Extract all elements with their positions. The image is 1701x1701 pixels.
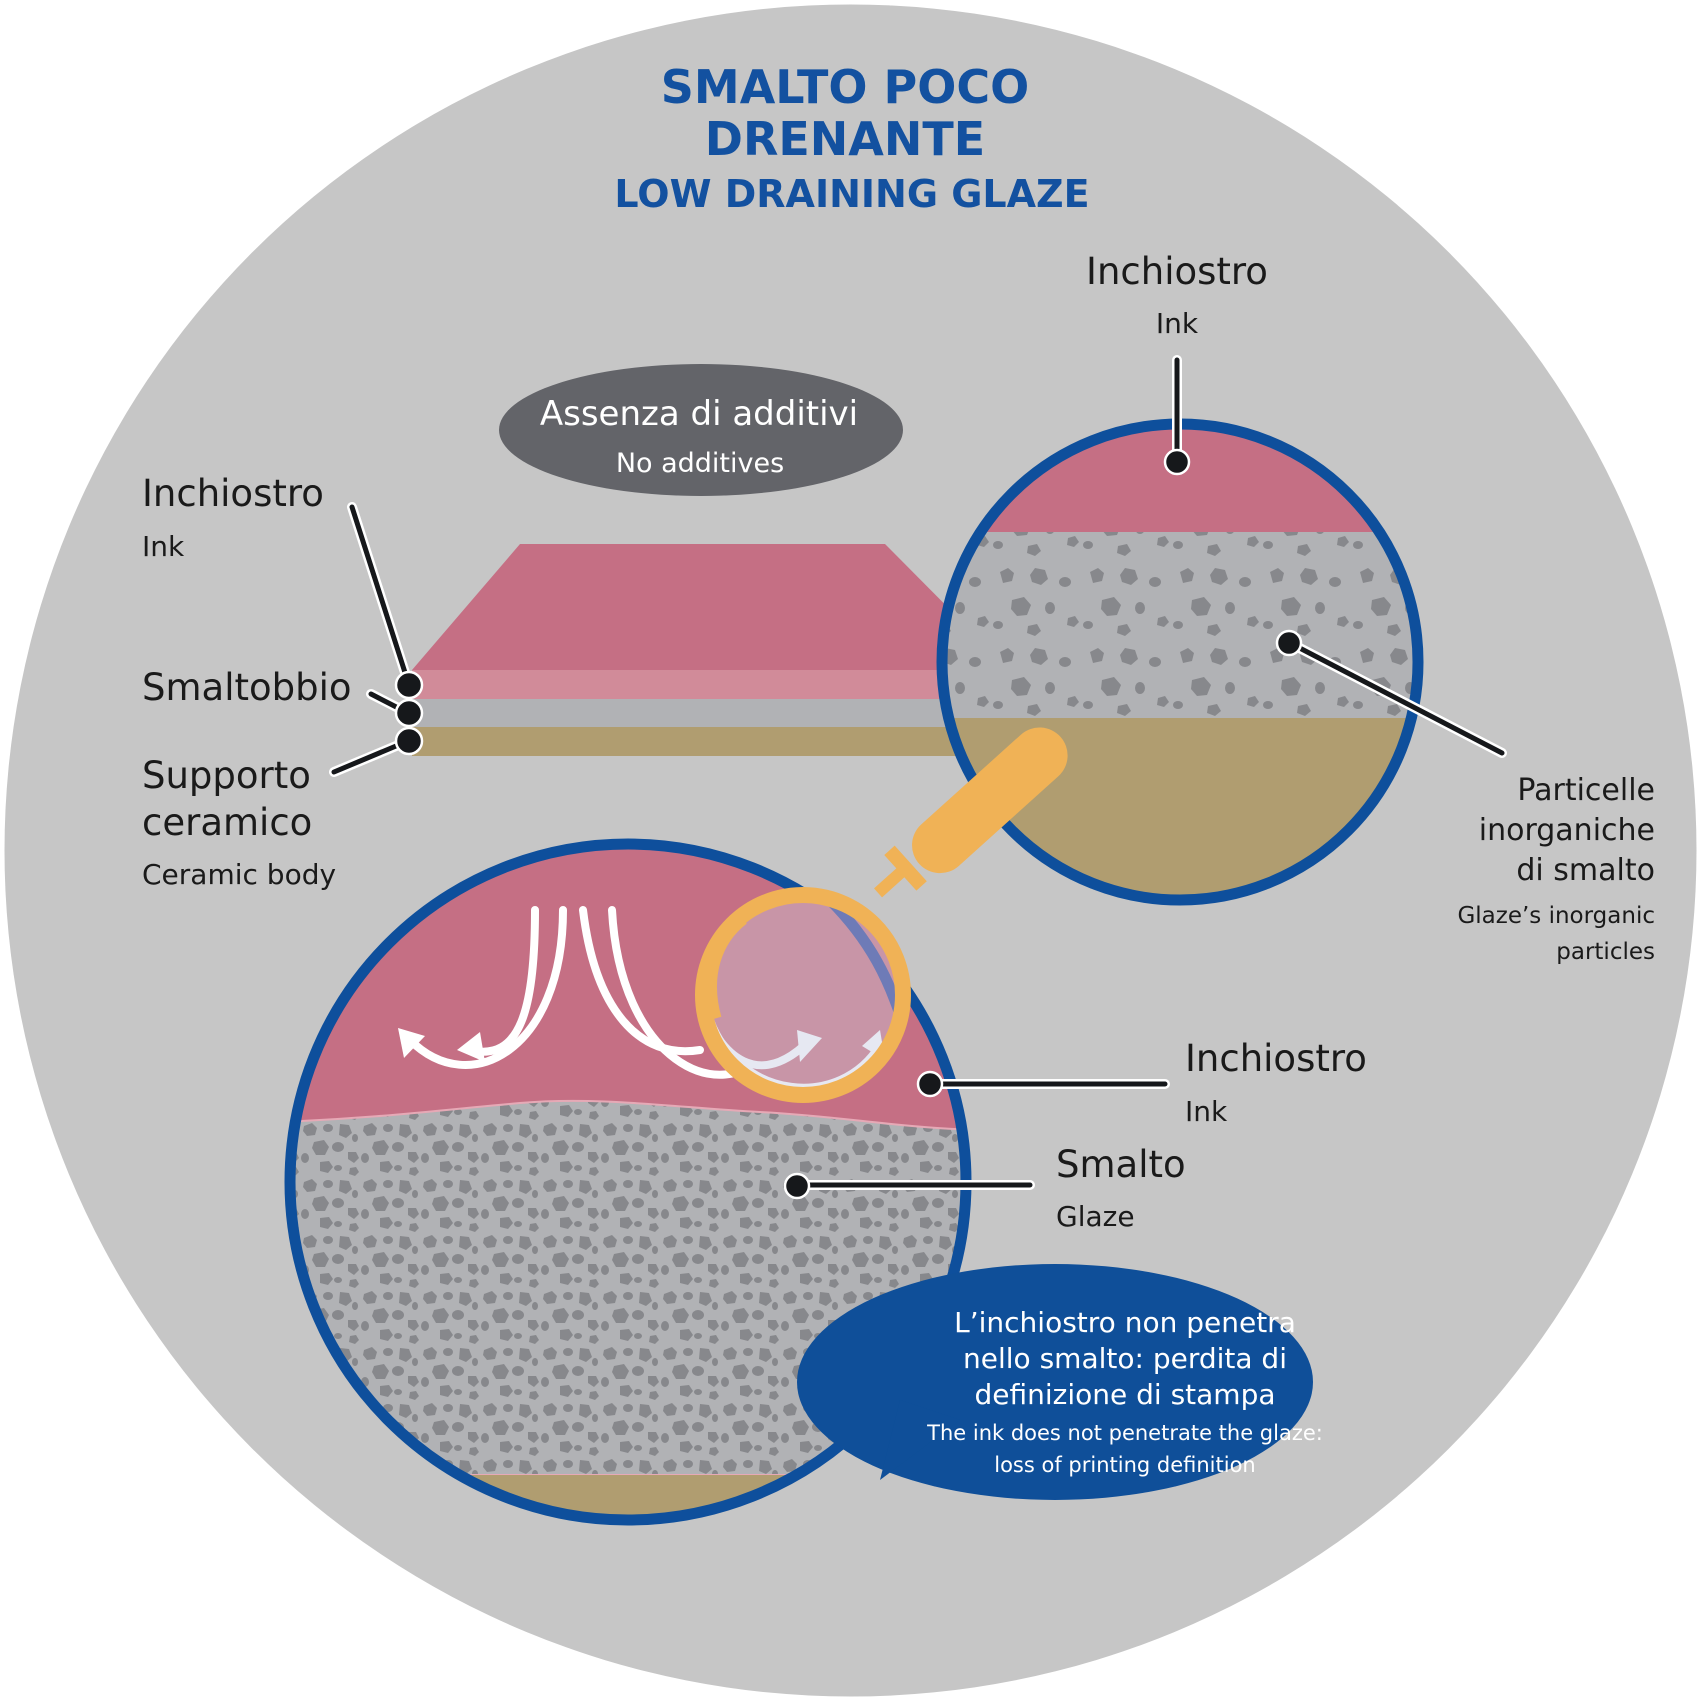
callout-bubble: L’inchiostro non penetra nello smalto: p…	[797, 1264, 1323, 1500]
zoom-ink-label-it: Inchiostro	[1086, 250, 1268, 293]
detail-ink-label-en: Ink	[1185, 1095, 1228, 1128]
leader-zoom-ink	[1163, 355, 1191, 476]
particles-label-en-2: particles	[1556, 939, 1655, 965]
left-ceramic-label-en: Ceramic body	[142, 858, 336, 891]
title-line-1: SMALTO POCO	[661, 60, 1029, 114]
leader-detail-glaze	[783, 1172, 1035, 1200]
left-smaltobbio-label: Smaltobbio	[142, 666, 352, 709]
flow-arrowhead-2	[398, 1028, 425, 1058]
ink-layer	[412, 544, 1010, 670]
detail-ink-label-it: Inchiostro	[1185, 1037, 1367, 1080]
leader-zoom-particles	[1275, 629, 1507, 758]
particles-label-it-2: inorganiche	[1479, 813, 1655, 848]
flow-arrow-1	[466, 906, 539, 1056]
particles-label: Particelle inorganiche di smalto Glaze’s…	[1457, 773, 1655, 965]
particles-label-it-1: Particelle	[1517, 773, 1655, 808]
ceramic-layer	[412, 727, 1012, 756]
left-labels: Inchiostro Ink Smaltobbio Supporto ceram…	[142, 472, 424, 891]
title-line-2: DRENANTE	[705, 112, 985, 166]
detail-glaze-label-en: Glaze	[1056, 1200, 1135, 1233]
callout-it-1: L’inchiostro non penetra	[954, 1306, 1296, 1339]
flow-arrowhead-1	[457, 1032, 485, 1062]
flow-arrow-3	[579, 906, 704, 1056]
leader-ceramic	[329, 726, 424, 777]
left-ink-label-en: Ink	[142, 530, 185, 563]
callout-en-2: loss of printing definition	[994, 1453, 1256, 1477]
callout-en-1: The ink does not penetrate the glaze:	[926, 1421, 1323, 1445]
additives-bubble: Assenza di additivi No additives	[499, 364, 903, 496]
tile-layer-cross-section	[412, 544, 1012, 756]
left-ceramic-label-it-1: Supporto	[142, 754, 311, 797]
flow-arrowhead-3	[797, 1030, 822, 1062]
zoom-glaze-region	[947, 532, 1413, 718]
additives-en: No additives	[616, 448, 784, 479]
detail-glaze-label-it: Smalto	[1056, 1143, 1186, 1186]
leader-ink	[347, 502, 424, 700]
magnifier-icon	[695, 727, 1068, 1103]
flow-arrow-2	[406, 906, 567, 1069]
additives-it: Assenza di additivi	[540, 394, 858, 434]
title-subtitle: LOW DRAINING GLAZE	[614, 172, 1089, 216]
particles-label-en-1: Glaze’s inorganic	[1457, 903, 1655, 929]
callout-it-2: nello smalto: perdita di	[963, 1342, 1287, 1375]
leader-smaltobbio	[366, 689, 424, 728]
smaltobbio-layer	[412, 699, 1012, 727]
callout-it-3: definizione di stampa	[974, 1378, 1275, 1411]
left-ink-label-it: Inchiostro	[142, 472, 324, 515]
zoom-ink-label-en: Ink	[1156, 307, 1199, 340]
leader-detail-ink	[916, 1070, 1170, 1098]
left-ceramic-label-it-2: ceramico	[142, 801, 312, 844]
particles-label-it-3: di smalto	[1516, 853, 1655, 888]
ink-light-layer	[412, 670, 1012, 699]
